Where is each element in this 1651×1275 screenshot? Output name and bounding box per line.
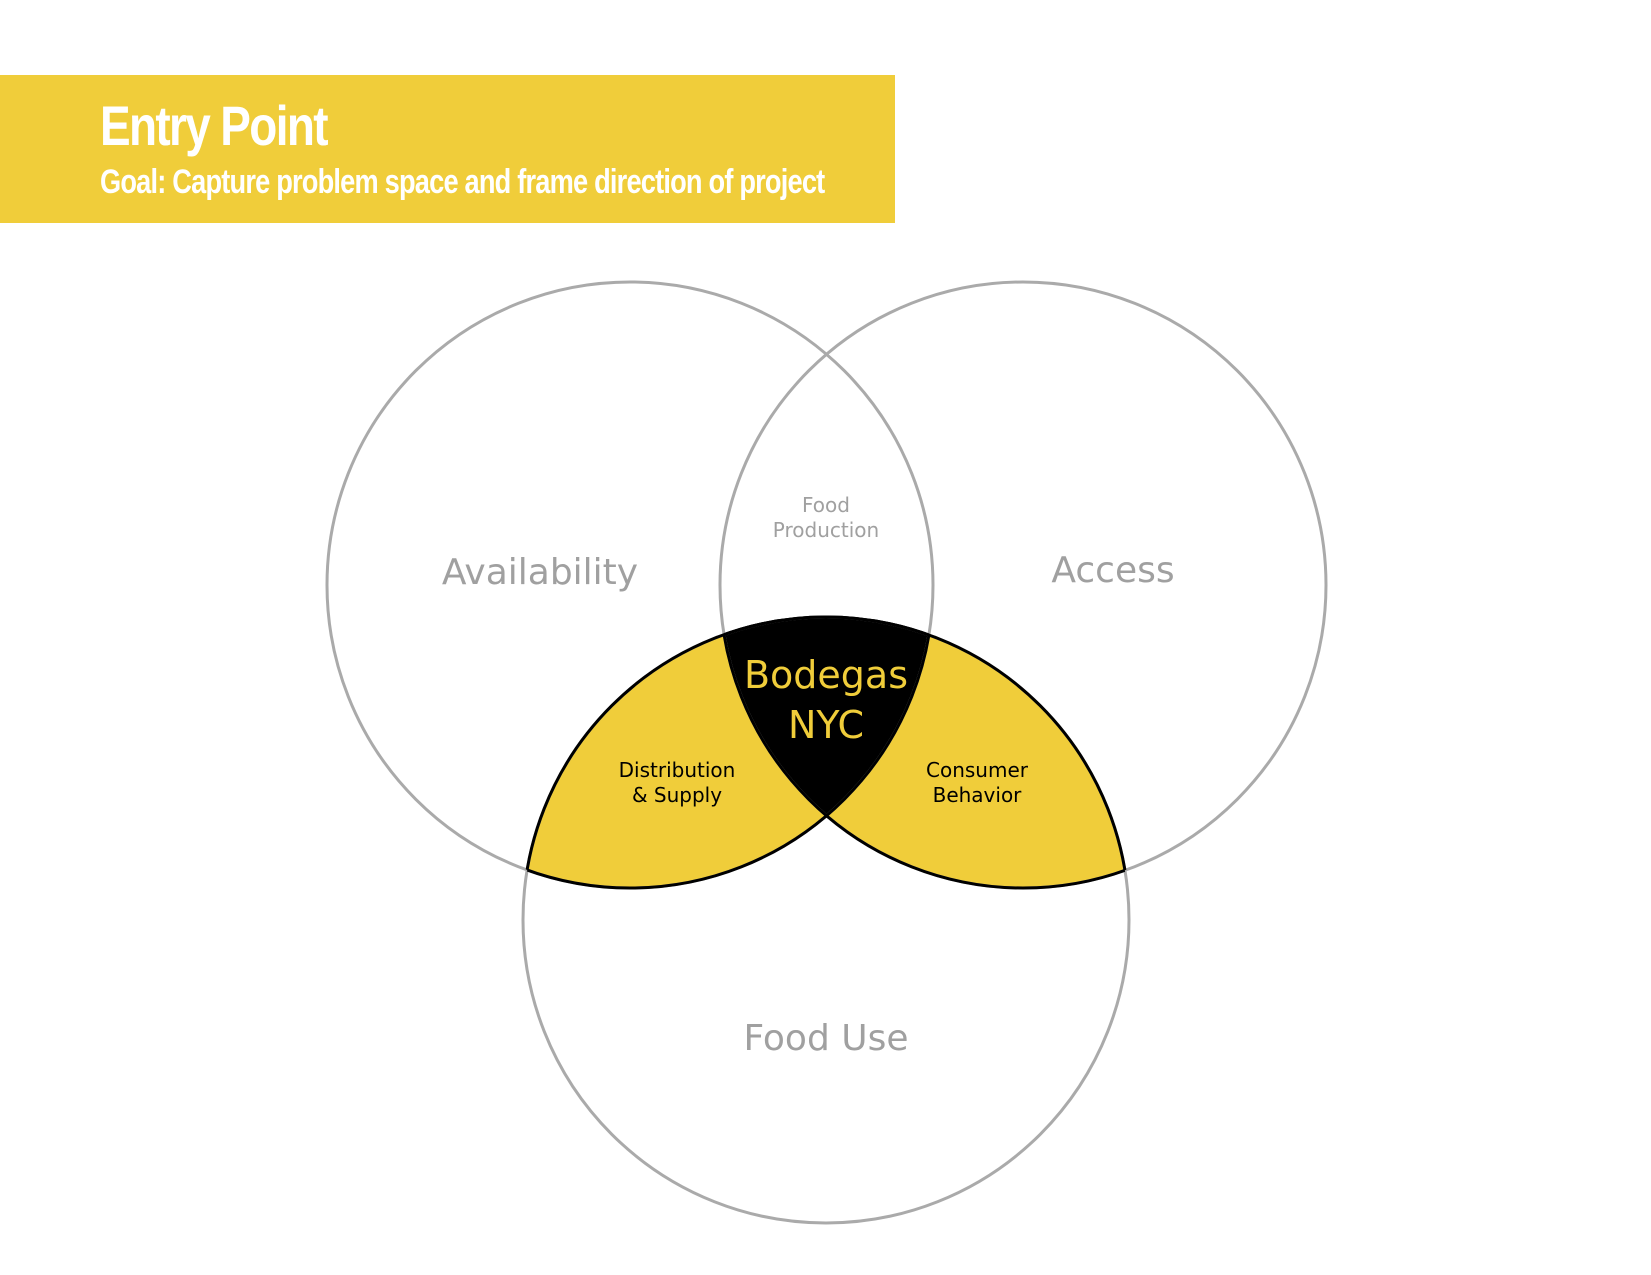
region-availability-food-use: [523, 617, 933, 888]
highlight-outline-lower-right: [720, 615, 1131, 888]
label-distribution-line1: Distribution: [619, 758, 736, 782]
page-subtitle: Goal: Capture problem space and frame di…: [100, 163, 825, 201]
header-banner: Entry Point Goal: Capture problem space …: [0, 75, 895, 223]
region-access-food-use: [720, 617, 1129, 888]
label-consumer-behavior-line2: Behavior: [933, 783, 1023, 807]
label-food-production-line2: Production: [773, 518, 879, 542]
label-consumer-behavior-line1: Consumer: [926, 758, 1029, 782]
page-title: Entry Point: [100, 94, 329, 157]
label-food-production-line1: Food: [802, 493, 850, 517]
highlight-outline-upper: [523, 617, 1129, 890]
label-bodegas-line2: NYC: [788, 703, 864, 747]
label-availability: Availability: [442, 552, 638, 593]
label-distribution-line2: & Supply: [632, 783, 722, 807]
label-bodegas-line1: Bodegas: [744, 653, 908, 697]
label-access: Access: [1051, 550, 1174, 591]
label-food-use: Food Use: [743, 1018, 908, 1059]
